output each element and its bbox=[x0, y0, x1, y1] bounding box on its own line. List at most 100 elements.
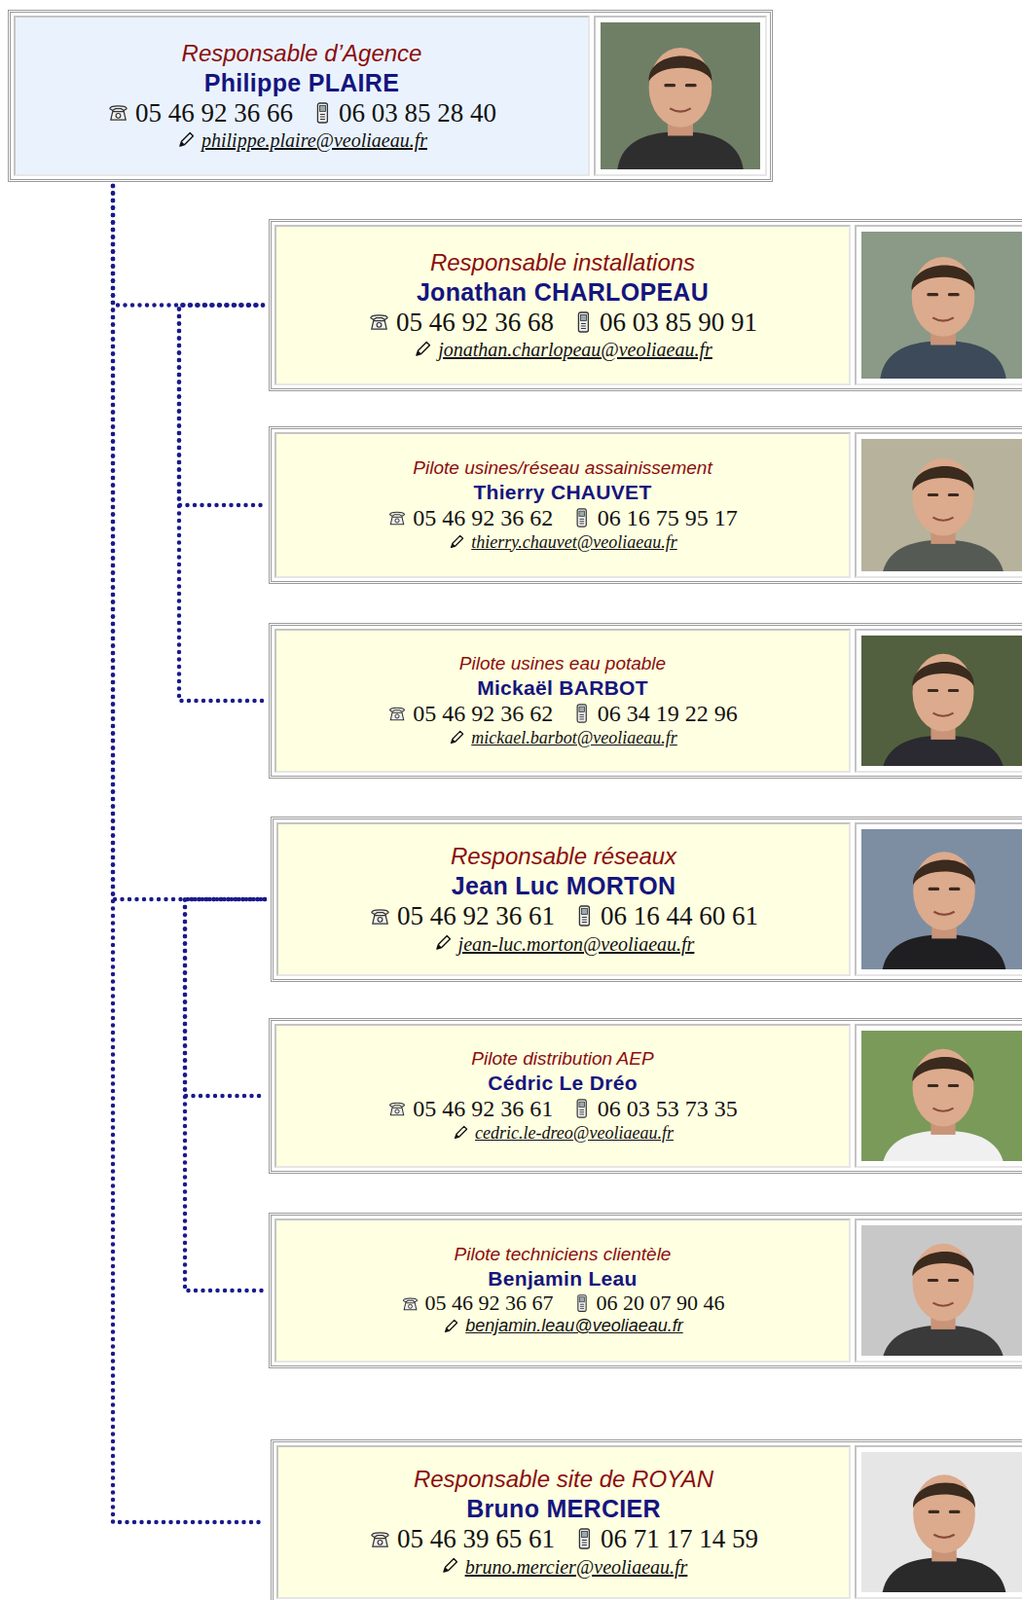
mobile-screen bbox=[579, 1297, 584, 1303]
photo-eyes bbox=[928, 1084, 957, 1088]
pencil-tip bbox=[445, 1327, 450, 1332]
mobile-phone: 06 20 07 90 46 bbox=[596, 1290, 726, 1316]
phone-dial bbox=[407, 1304, 412, 1309]
photo-hair bbox=[912, 466, 974, 491]
job-title: Responsable d’Agence bbox=[182, 39, 423, 69]
mobile-body bbox=[317, 103, 328, 123]
mobile-screen bbox=[579, 511, 585, 517]
pencil-icon bbox=[176, 131, 195, 150]
phone-row: 05 46 92 36 6206 34 19 22 96 bbox=[387, 699, 737, 729]
portrait-photo bbox=[600, 22, 761, 170]
person-box: Responsable installationsJonathan CHARLO… bbox=[268, 219, 1022, 392]
phone-row: 05 46 92 36 6206 16 75 95 17 bbox=[387, 504, 737, 533]
mobile-icon bbox=[575, 310, 592, 334]
phone-handset bbox=[109, 106, 127, 111]
mobile-phone: 06 03 85 28 40 bbox=[338, 97, 497, 129]
email-row: benjamin.leau@veoliaeau.fr bbox=[441, 1315, 683, 1338]
photo-cell bbox=[854, 1023, 1022, 1168]
phone-dial bbox=[395, 1109, 400, 1114]
pencil-shape bbox=[180, 132, 193, 146]
photo-background bbox=[861, 1452, 1022, 1593]
phone-row: 05 46 92 36 6806 03 85 90 91 bbox=[367, 306, 758, 338]
pencil-shape bbox=[416, 341, 430, 355]
person-name: Mickaël BARBOT bbox=[476, 675, 649, 700]
pencil-shape bbox=[451, 730, 464, 743]
person-box: Pilote distribution AEPCédric Le Dréo05 … bbox=[268, 1018, 1022, 1174]
person-name: Benjamin Leau bbox=[487, 1266, 637, 1291]
photo-eyes bbox=[929, 1510, 959, 1514]
photo-background bbox=[861, 231, 1022, 379]
pencil-tip bbox=[451, 738, 456, 743]
person-name: Philippe PLAIRE bbox=[204, 68, 400, 98]
email-address: thierry.chauvet@veoliaeau.fr bbox=[471, 532, 678, 554]
phone-body bbox=[391, 516, 404, 525]
photo-hair bbox=[912, 264, 976, 291]
phone-handset bbox=[390, 511, 405, 516]
phone-dial bbox=[115, 113, 121, 119]
mobile-phone: 06 03 53 73 35 bbox=[597, 1095, 738, 1124]
job-title: Responsable réseaux bbox=[450, 842, 677, 872]
office-phone: 05 46 92 36 67 bbox=[425, 1290, 554, 1316]
phone-icon bbox=[387, 508, 407, 528]
photo-background bbox=[861, 829, 1022, 970]
photo-mouth bbox=[933, 912, 954, 915]
mobile-keys bbox=[320, 113, 326, 119]
photo-mouth bbox=[933, 1108, 954, 1112]
mobile-keys bbox=[579, 1304, 584, 1309]
pencil-tip bbox=[451, 543, 456, 548]
email-address: benjamin.leau@veoliaeau.fr bbox=[465, 1315, 683, 1338]
photo-face bbox=[912, 1049, 975, 1128]
photo-shoulders bbox=[881, 1131, 1005, 1162]
photo-face bbox=[912, 851, 976, 931]
phone-row: 05 46 92 36 6106 16 44 60 61 bbox=[368, 900, 759, 932]
mobile-icon bbox=[314, 101, 331, 125]
pencil-tip bbox=[437, 944, 442, 949]
photo-cell bbox=[854, 1445, 1022, 1600]
email-address: jean-luc.morton@veoliaeau.fr bbox=[458, 932, 695, 956]
office-phone: 05 46 92 36 62 bbox=[412, 504, 553, 533]
photo-cell bbox=[854, 224, 1022, 386]
photo-background bbox=[861, 635, 1022, 767]
mobile-body bbox=[577, 509, 586, 527]
phone-body bbox=[110, 111, 126, 121]
mobile-keys bbox=[582, 1540, 587, 1546]
photo-eyes bbox=[928, 1278, 957, 1282]
photo-hair bbox=[912, 860, 976, 886]
pencil-icon bbox=[433, 934, 452, 953]
job-title: Pilote techniciens clientèle bbox=[454, 1243, 672, 1267]
mobile-phone: 06 03 85 90 91 bbox=[599, 306, 758, 338]
mobile-body bbox=[577, 704, 586, 723]
phone-icon bbox=[368, 1528, 392, 1551]
pencil-icon bbox=[439, 1557, 459, 1576]
portrait-photo bbox=[861, 1030, 1022, 1162]
person-name: Thierry CHAUVET bbox=[473, 479, 652, 505]
contact-cell: Pilote distribution AEPCédric Le Dréo05 … bbox=[274, 1023, 851, 1168]
photo-hair bbox=[912, 1251, 974, 1277]
phone-dial bbox=[395, 518, 400, 523]
portrait-photo bbox=[861, 1452, 1022, 1593]
portrait-photo bbox=[861, 438, 1022, 572]
photo-mouth bbox=[933, 517, 954, 521]
email-address: bruno.mercier@veoliaeau.fr bbox=[465, 1555, 689, 1579]
dotted-connector bbox=[112, 185, 265, 1523]
mobile-icon bbox=[574, 507, 589, 529]
photo-eyes bbox=[929, 887, 959, 891]
portrait-photo bbox=[861, 635, 1022, 767]
phone-handset bbox=[371, 910, 389, 915]
mobile-body bbox=[579, 906, 589, 926]
dotted-connector bbox=[179, 305, 263, 702]
photo-face bbox=[912, 458, 975, 537]
pencil-icon bbox=[447, 730, 465, 747]
email-address: philippe.plaire@veoliaeau.fr bbox=[201, 128, 428, 152]
person-name: Bruno MERCIER bbox=[466, 1494, 661, 1524]
mobile-screen bbox=[319, 105, 326, 111]
photo-background bbox=[600, 22, 761, 170]
pencil-tip bbox=[443, 1567, 449, 1572]
mobile-icon bbox=[576, 904, 593, 928]
job-title: Responsable site de ROYAN bbox=[413, 1465, 714, 1495]
mobile-body bbox=[577, 1099, 586, 1118]
phone-icon bbox=[401, 1294, 420, 1314]
photo-face bbox=[912, 256, 976, 337]
office-phone: 05 46 39 65 61 bbox=[397, 1523, 555, 1555]
photo-cell bbox=[854, 432, 1022, 579]
